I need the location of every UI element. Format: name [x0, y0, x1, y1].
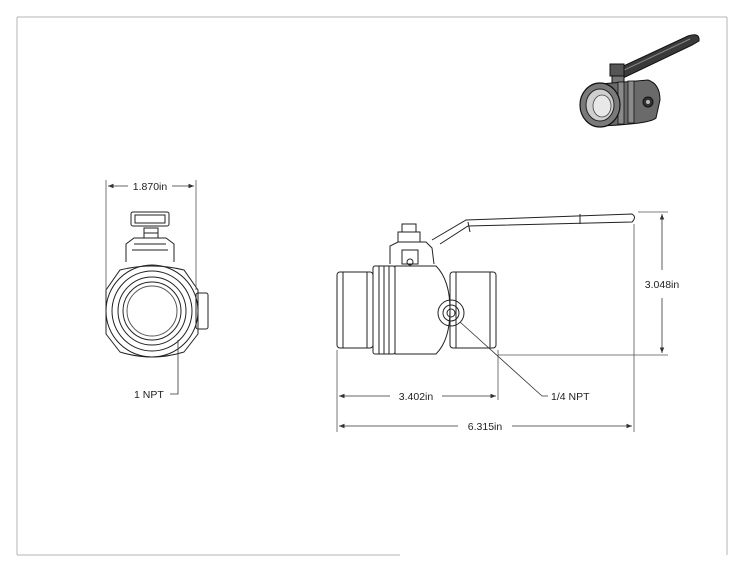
- isometric-view: [579, 34, 700, 128]
- front-width-dimension: 1.870in: [105, 180, 197, 290]
- half-length-dimension: 3.402in: [336, 350, 499, 432]
- iso-handle: [614, 34, 700, 79]
- main-port-callout: 1 NPT: [134, 340, 179, 401]
- sheet-border: [16, 16, 728, 556]
- main-port-label: 1 NPT: [134, 389, 164, 401]
- side-port-callout: 1/4 NPT: [459, 321, 590, 403]
- side-view: [336, 213, 635, 355]
- height-dimension: 3.048in: [498, 211, 680, 356]
- overall-length-dimension: 6.315in: [339, 224, 635, 433]
- half-length-label: 3.402in: [399, 391, 434, 403]
- overall-length-label: 6.315in: [468, 421, 503, 433]
- side-port-label: 1/4 NPT: [551, 391, 590, 403]
- front-width-label: 1.870in: [133, 181, 168, 193]
- height-label: 3.048in: [645, 279, 680, 291]
- front-view: [105, 211, 209, 358]
